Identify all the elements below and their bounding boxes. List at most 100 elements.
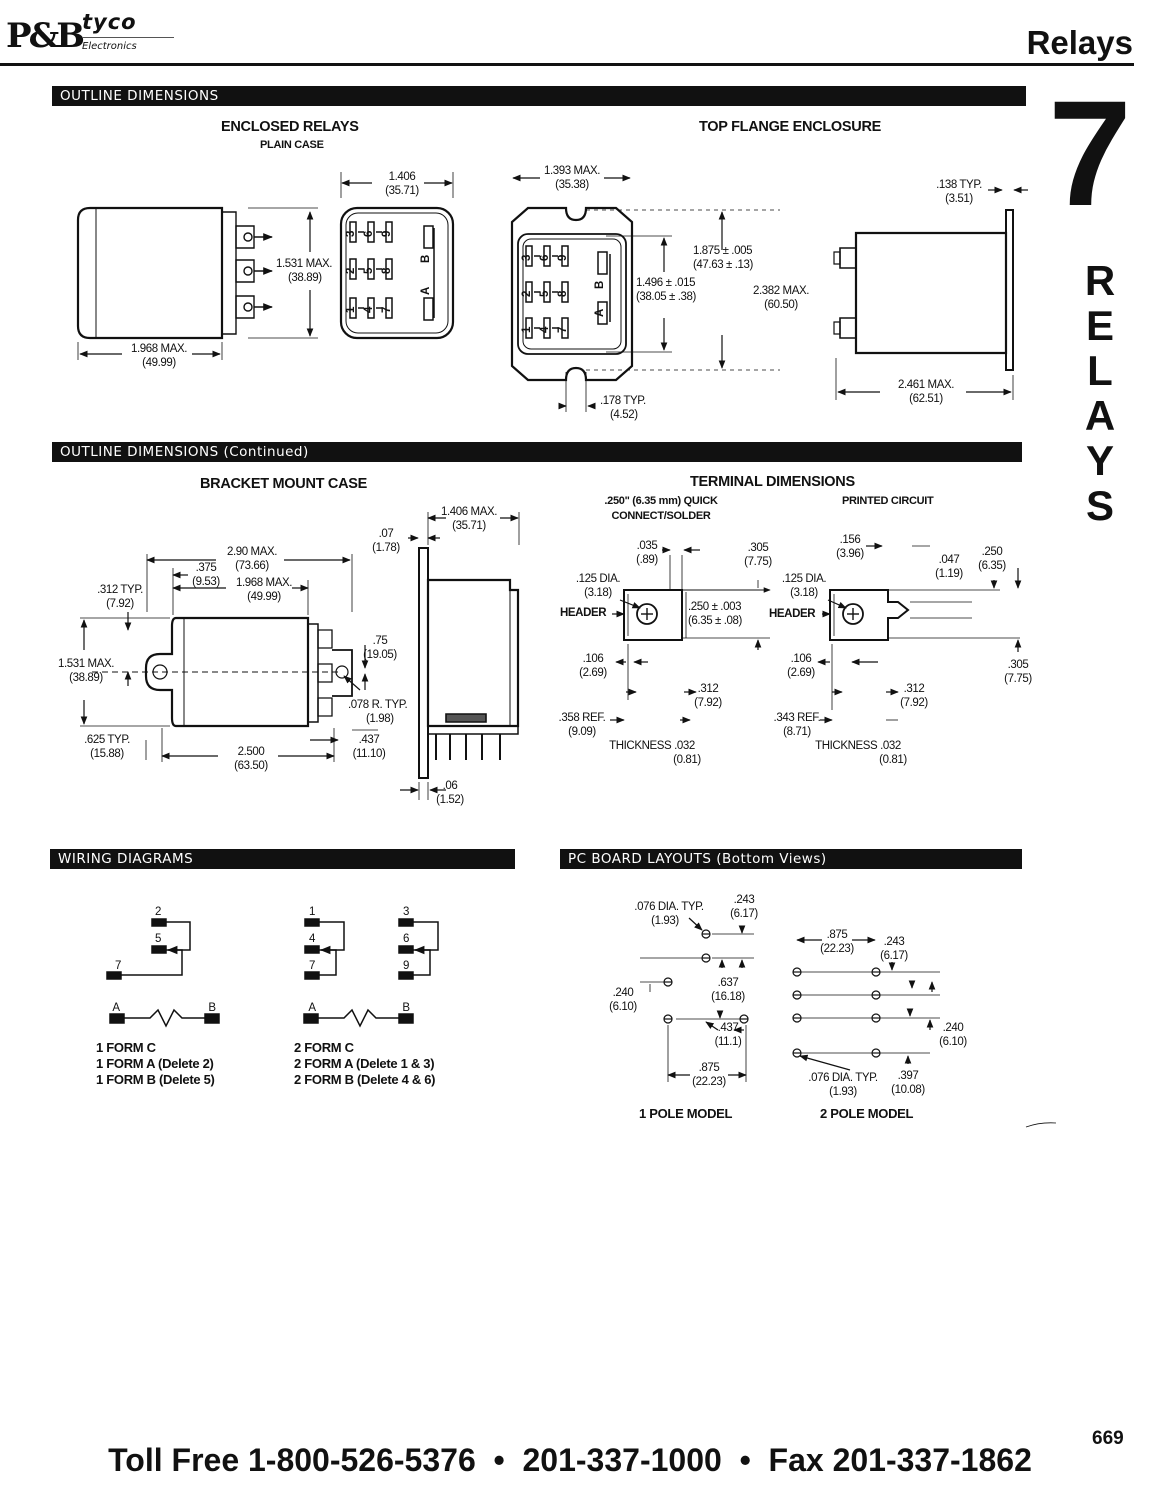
- flange-pin-label-5: 5: [539, 291, 551, 297]
- dim-2382: 2.382 MAX.(60.50): [752, 285, 810, 311]
- pc-dim-156: .156(3.96): [836, 534, 864, 560]
- pin-label-1: 1: [345, 307, 357, 313]
- bracket-mount-end-view: [400, 512, 519, 800]
- pcb2-dim-076: .076 DIA. TYP.(1.93): [808, 1072, 878, 1098]
- top-flange-title: TOP FLANGE ENCLOSURE: [699, 119, 881, 135]
- qc-header-label: HEADER: [560, 607, 607, 619]
- header-rule: [0, 63, 1134, 66]
- flange-pin-label-1: 1: [521, 327, 533, 333]
- wiring2-coil-b: B: [402, 1002, 410, 1014]
- flange-pin-label-2: 2: [521, 291, 533, 297]
- wiring2-pin-4: 4: [309, 933, 315, 945]
- wiring2-pin-7: 7: [309, 960, 315, 972]
- dim-625-typ: .625 TYP.(15.88): [84, 734, 130, 760]
- dim-slot: .178 TYP.(4.52): [600, 395, 646, 421]
- pcb-1-pole-layout: [640, 918, 754, 1082]
- terminal-dimensions-title: TERMINAL DIMENSIONS: [690, 474, 855, 490]
- pcb1-dim-637: .637(16.18): [711, 977, 745, 1003]
- qc-dim-250: .250 ± .003(6.35 ± .08): [688, 601, 742, 627]
- flange-pin-label-7: 7: [557, 327, 569, 333]
- pin-label-3: 3: [345, 231, 357, 237]
- wiring1-pin-7: 7: [115, 960, 121, 972]
- dim-437: .437(11.10): [352, 734, 386, 760]
- pcb2-label: 2 POLE MODEL: [820, 1106, 914, 1121]
- dim-1968: 1.968 MAX.(49.99): [235, 577, 293, 603]
- pc-dim-343: .343 REF.(8.71): [773, 712, 821, 738]
- wiring-2-form-c: [304, 919, 438, 1026]
- section-pc-board-layouts: PC BOARD LAYOUTS (Bottom Views): [560, 849, 1022, 869]
- pcb1-dim-437: .437(11.1): [714, 1022, 742, 1048]
- printed-circuit-title: PRINTED CIRCUIT: [842, 495, 934, 507]
- terminal-quick-connect-drawing: [610, 546, 771, 724]
- dim-enclosed-length: 1.968 MAX.(49.99): [130, 343, 188, 369]
- wiring2-pin-1: 1: [309, 906, 315, 918]
- dim-bracket-height: 1.531 MAX.(38.89): [57, 658, 115, 684]
- pc-dim-047: .047(1.19): [935, 554, 963, 580]
- wiring1-pin-2: 2: [155, 906, 161, 918]
- dim-375: .375(9.53): [192, 562, 220, 588]
- wiring2-pin-3: 3: [403, 906, 409, 918]
- pcb2-dim-243: .243(6.17): [880, 936, 908, 962]
- bracket-mount-title: BRACKET MOUNT CASE: [200, 476, 367, 492]
- pin-label-4: 4: [363, 307, 375, 313]
- enclosed-relay-end-view: [341, 172, 453, 338]
- flange-pin-label-8: 8: [557, 291, 569, 297]
- dim-07: .07(1.78): [372, 528, 400, 554]
- pc-dim-106: .106(2.69): [787, 653, 815, 679]
- qc-thickness: THICKNESS .032(0.81): [609, 740, 701, 766]
- pcb1-dim-243: .243(6.17): [730, 894, 758, 920]
- dim-078-radius: .078 R. TYP.(1.98): [348, 699, 408, 725]
- pin-label-6: 6: [363, 231, 375, 237]
- flange-pin-label-6: 6: [539, 255, 551, 261]
- wiring1-coil-b: B: [208, 1002, 216, 1014]
- qc-dim-106: .106(2.69): [579, 653, 607, 679]
- wiring2-pin-9: 9: [403, 960, 409, 972]
- dim-1875: 1.875 ± .005(47.63 ± .13): [693, 245, 753, 271]
- tyco-logo: tyco Electronics: [82, 10, 177, 55]
- qc-dim-035: .035(.89): [636, 540, 658, 566]
- section-outline-dimensions-continued: OUTLINE DIMENSIONS (Continued): [52, 442, 1022, 462]
- pin-label-7: 7: [381, 307, 393, 313]
- pcb2-dim-875: .875(22.23): [820, 929, 854, 955]
- wiring-1-form-c: [107, 919, 219, 1026]
- dim-290: 2.90 MAX.(73.66): [226, 546, 278, 572]
- top-flange-end-view: [512, 174, 780, 412]
- section-wiring-diagrams: WIRING DIAGRAMS: [50, 849, 515, 869]
- contact-line: Toll Free 1-800-526-5376 • 201-337-1000 …: [108, 1442, 1032, 1478]
- qc-dim-358: .358 REF.(9.09): [558, 712, 606, 738]
- flange-pin-label-4: 4: [539, 327, 551, 333]
- flange-coil-label-b: B: [593, 281, 606, 289]
- coil-label-b: B: [419, 255, 432, 263]
- dim-75: .75(19.05): [363, 635, 397, 661]
- pc-header-label: HEADER: [769, 608, 816, 620]
- dim-312-typ: .312 TYP.(7.92): [97, 584, 143, 610]
- page-title: Relays: [1026, 24, 1133, 61]
- side-tab-letters: R E L A Y S: [1084, 257, 1116, 529]
- bracket-mount-side-view: [80, 554, 378, 762]
- pc-thickness: THICKNESS .032(0.81): [815, 740, 907, 766]
- pc-dim-312: .312(7.92): [900, 683, 928, 709]
- flange-coil-label-a: A: [593, 309, 606, 317]
- wiring2-pin-6: 6: [403, 933, 409, 945]
- top-flange-side-view: [834, 186, 1028, 400]
- dim-flange-thickness: .138 TYP.(3.51): [936, 179, 982, 205]
- pin-label-2: 2: [345, 268, 357, 274]
- dim-bracket-width: 1.406 MAX.(35.71): [440, 506, 498, 532]
- pc-dim-125: .125 DIA.(3.18): [781, 573, 827, 599]
- qc-dim-305: .305(7.75): [744, 542, 772, 568]
- pin-label-8: 8: [381, 268, 393, 274]
- pb-logo: P&B: [6, 16, 85, 56]
- pcb2-dim-240: .240(6.10): [939, 1022, 967, 1048]
- dim-enclosed-height: 1.531 MAX.(38.89): [276, 258, 333, 284]
- dim-2500: 2.500(63.50): [234, 746, 268, 772]
- wiring2-coil-a: A: [308, 1002, 316, 1014]
- page-number: 669: [1092, 1428, 1124, 1449]
- wiring1-labels: 1 FORM C 1 FORM A (Delete 2) 1 FORM B (D…: [96, 1040, 215, 1087]
- dim-enclosed-width: 1.406(35.71): [385, 171, 419, 197]
- terminal-printed-circuit-drawing: [817, 542, 1022, 724]
- enclosed-relay-side-view: [78, 208, 318, 360]
- wiring1-pin-5: 5: [155, 933, 161, 945]
- section-number: 7: [1048, 69, 1132, 237]
- dim-06: .06(1.52): [436, 780, 464, 806]
